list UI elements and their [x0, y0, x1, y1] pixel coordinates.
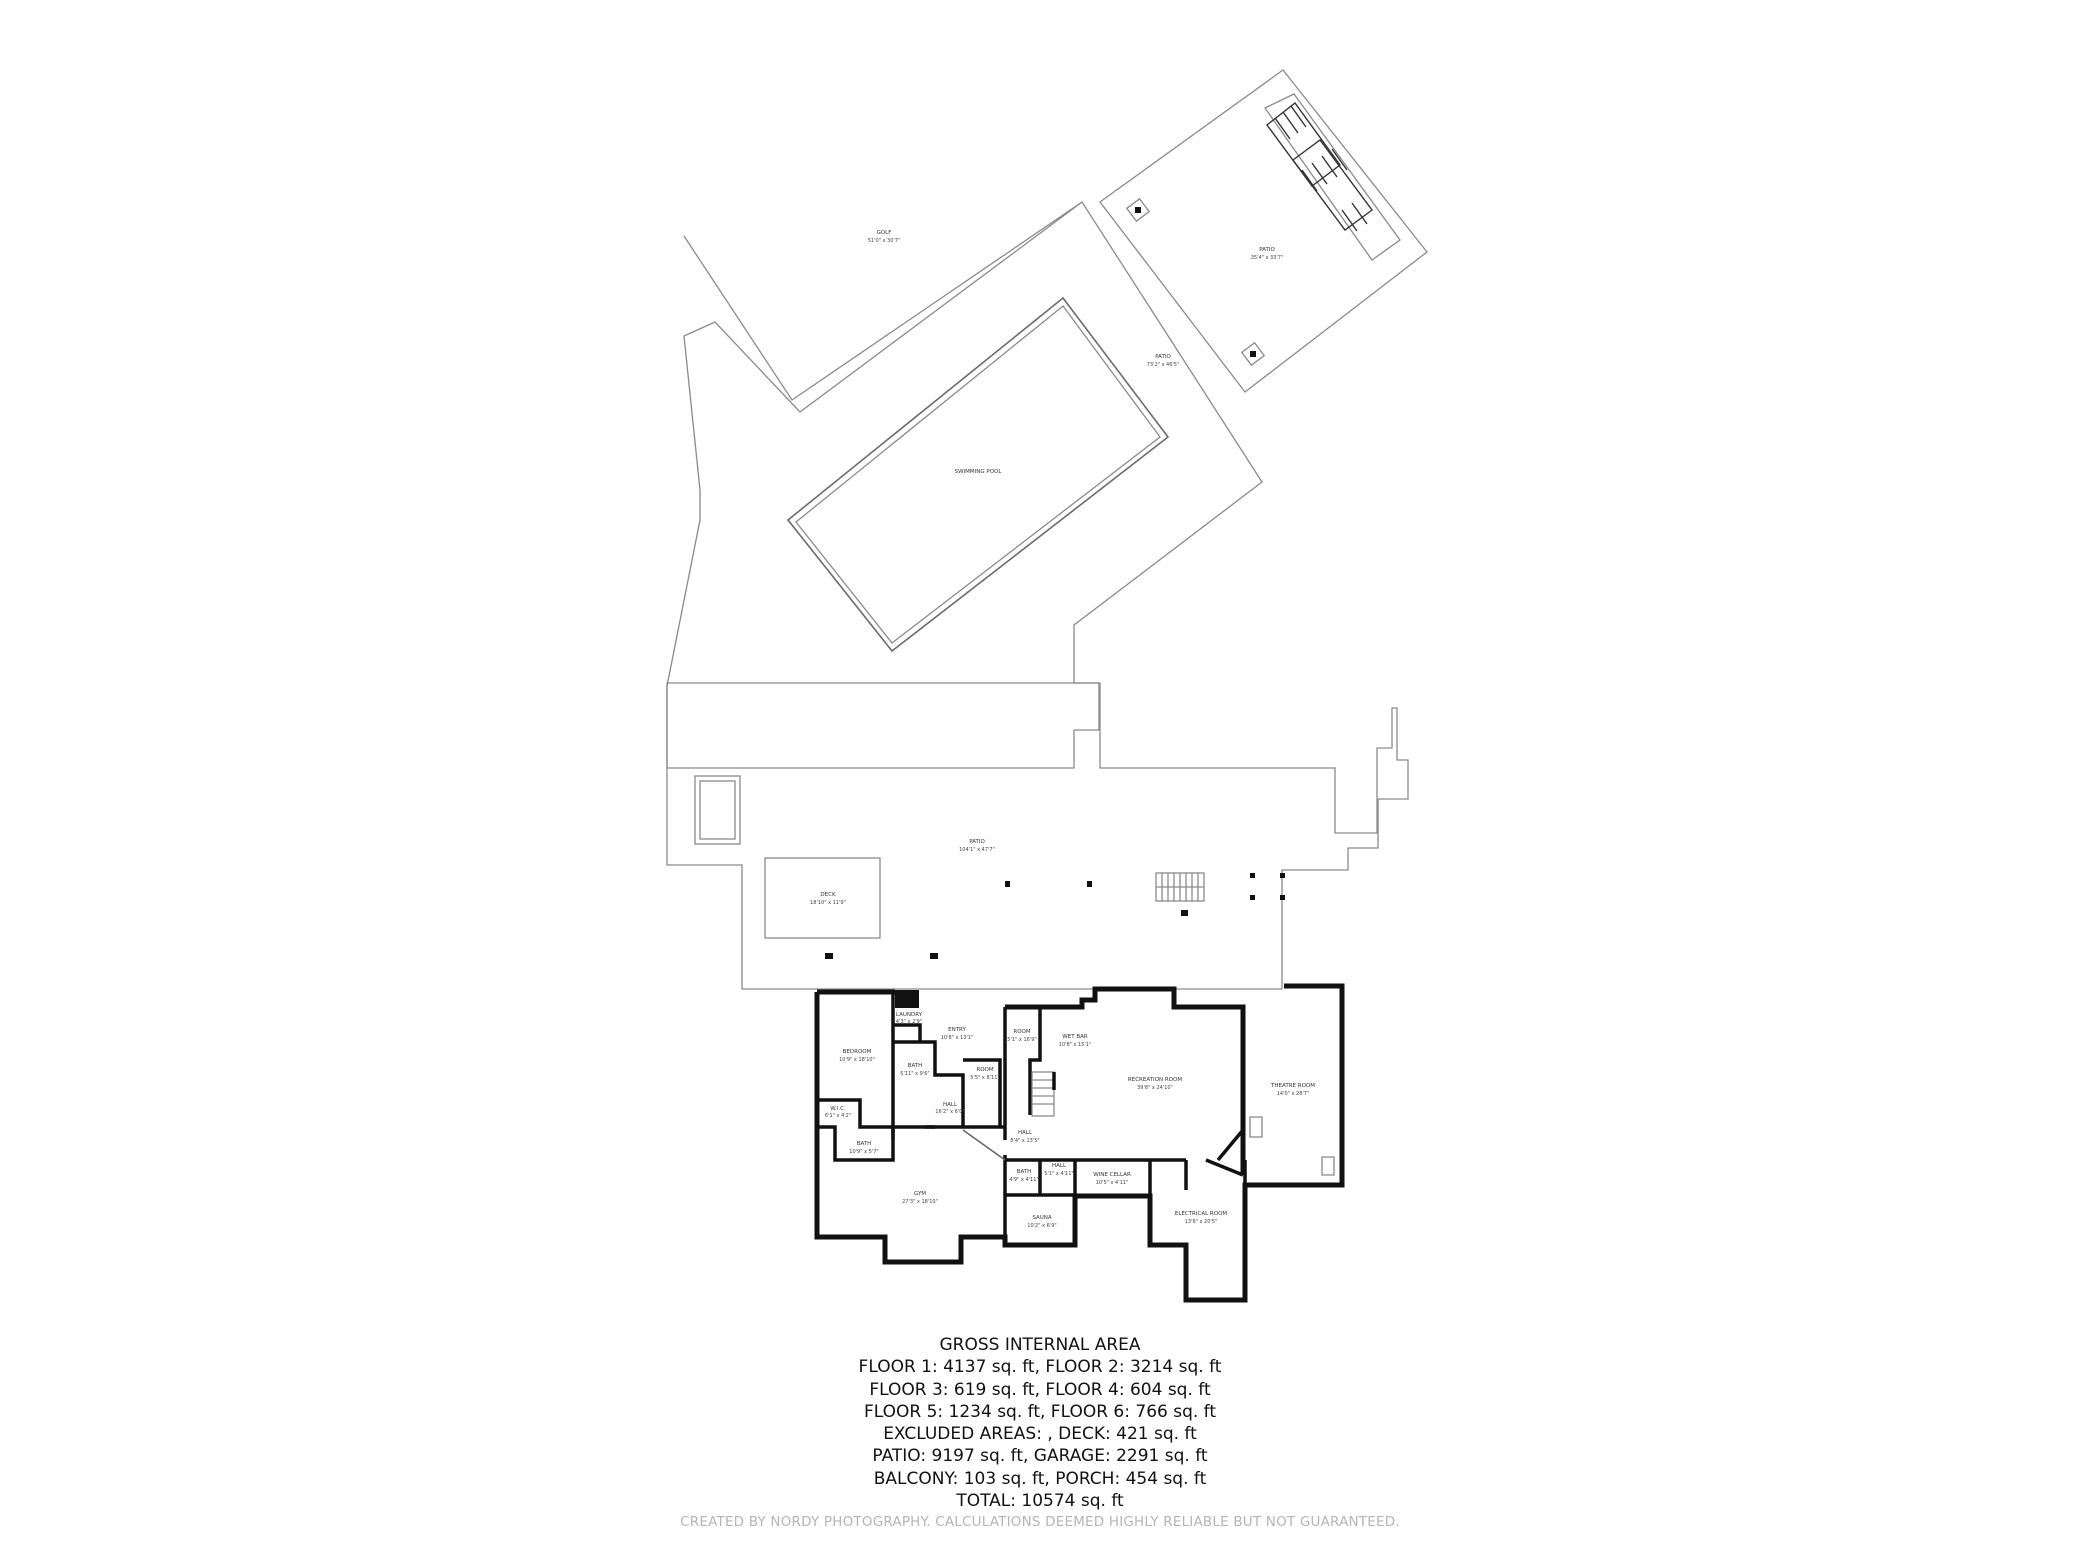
room-labels: GOLF 51'0" x 30'7" PATIO 35'4" x 33'7" P… [810, 230, 1315, 1229]
room-dim-room-a: 5'1" x 16'9" [1007, 1037, 1036, 1043]
room-dim-patio-upper: 35'4" x 33'7" [1251, 255, 1284, 261]
room-dim-bath-a: 5'11" x 9'6" [900, 1071, 929, 1077]
summary-title: GROSS INTERNAL AREA [939, 1335, 1141, 1355]
room-dim-wic: 6'1" x 4'2" [825, 1113, 851, 1119]
room-dim-sauna: 10'2" x 6'9" [1027, 1223, 1056, 1229]
credit-text: CREATED BY NORDY PHOTOGRAPHY. CALCULATIO… [680, 1514, 1400, 1531]
deck-outline [764, 857, 881, 939]
room-dim-hall-a: 16'2" x 6'0" [935, 1109, 964, 1115]
room-label-bath-b: BATH [857, 1141, 872, 1147]
room-label-hall-c: HALL [1052, 1163, 1067, 1169]
room-dim-laundry: 4'3" x 2'9" [896, 1019, 922, 1025]
room-dim-recreation-room: 39'8" x 24'10" [1137, 1085, 1173, 1091]
golf-outline [683, 201, 1083, 401]
room-label-room-b: ROOM [976, 1067, 993, 1073]
room-label-electrical-room: ELECTRICAL ROOM [1175, 1211, 1228, 1217]
room-dim-room-b: 5'5" x 8'11" [970, 1075, 999, 1081]
room-dim-wet-bar: 10'8" x 15'1" [1059, 1042, 1092, 1048]
room-label-golf: GOLF [877, 230, 892, 236]
room-dim-gym: 27'3" x 18'10" [902, 1199, 938, 1205]
outdoor-seating-hatch [1264, 93, 1401, 261]
room-label-room-a: ROOM [1013, 1029, 1030, 1035]
room-dim-hall-c: 5'1" x 4'11" [1044, 1171, 1073, 1177]
room-dim-patio-mid: 73'2" x 46'5" [1147, 362, 1180, 368]
room-label-entry: ENTRY [948, 1027, 966, 1033]
room-label-patio-upper: PATIO [1259, 247, 1275, 253]
interior-floor [814, 983, 1345, 1303]
swimming-pool [786, 296, 1170, 653]
summary-line: FLOOR 1: 4137 sq. ft, FLOOR 2: 3214 sq. … [858, 1357, 1222, 1378]
room-dim-golf: 51'0" x 30'7" [868, 238, 901, 244]
room-label-hall-b: HALL [1018, 1130, 1033, 1136]
summary-line: EXCLUDED AREAS: , DECK: 421 sq. ft [883, 1424, 1197, 1445]
patio-mid-outline [666, 201, 1263, 769]
room-dim-patio-main: 104'1" x 47'7" [959, 847, 995, 853]
room-dim-hall-b: 8'4" x 13'5" [1010, 1138, 1039, 1144]
room-label-patio-mid: PATIO [1155, 354, 1171, 360]
room-dim-bath-b: 10'9" x 5'7" [849, 1149, 878, 1155]
interior-stairs [1031, 1071, 1055, 1117]
patio-stairs [1155, 872, 1205, 902]
summary-line: PATIO: 9197 sq. ft, GARAGE: 2291 sq. ft [872, 1446, 1208, 1467]
room-label-recreation-room: RECREATION ROOM [1128, 1077, 1182, 1083]
patio-main-outline [666, 682, 1409, 990]
room-dim-theatre-room: 14'0" x 28'7" [1277, 1091, 1310, 1097]
outdoor-upper-area [666, 69, 1428, 769]
room-label-bedroom: BEDROOM [843, 1049, 872, 1055]
room-label-sauna: SAUNA [1032, 1215, 1051, 1221]
hot-tub [694, 775, 741, 845]
room-label-bath-a: BATH [908, 1063, 923, 1069]
room-dim-deck: 18'10" x 11'9" [810, 900, 846, 906]
room-label-wic: W.I.C. [830, 1106, 846, 1112]
room-dim-entry: 10'8" x 13'1" [941, 1035, 974, 1041]
room-dim-bath-c: 4'9" x 4'11" [1009, 1177, 1038, 1183]
summary-total: TOTAL: 10574 sq. ft [956, 1491, 1124, 1512]
patio-main-area [666, 682, 1409, 990]
area-summary: GROSS INTERNAL AREA FLOOR 1: 4137 sq. ft… [0, 1334, 2080, 1532]
patio-upper-outline [1099, 69, 1428, 393]
room-label-patio-main: PATIO [969, 839, 985, 845]
room-dim-electrical-room: 13'6" x 20'5" [1185, 1219, 1218, 1225]
room-label-theatre-room: THEATRE ROOM [1270, 1083, 1315, 1089]
room-dim-wine-cellar: 10'5" x 4'11" [1096, 1180, 1129, 1186]
room-label-gym: GYM [914, 1191, 926, 1197]
room-label-wine-cellar: WINE CELLAR [1093, 1172, 1131, 1178]
summary-line: FLOOR 5: 1234 sq. ft, FLOOR 6: 766 sq. f… [863, 1401, 1217, 1422]
room-dim-bedroom: 10'9" x 18'10" [839, 1057, 875, 1063]
room-label-bath-c: BATH [1017, 1169, 1032, 1175]
room-label-laundry: LAUNDRY [896, 1012, 923, 1018]
room-label-deck: DECK [820, 892, 836, 898]
room-label-wet-bar: WET BAR [1062, 1034, 1088, 1040]
room-label-swimming-pool: SWIMMING POOL [955, 469, 1003, 475]
summary-line: FLOOR 3: 619 sq. ft, FLOOR 4: 604 sq. ft [869, 1379, 1211, 1400]
room-label-hall-a: HALL [943, 1102, 958, 1108]
summary-line: BALCONY: 103 sq. ft, PORCH: 454 sq. ft [873, 1468, 1207, 1489]
